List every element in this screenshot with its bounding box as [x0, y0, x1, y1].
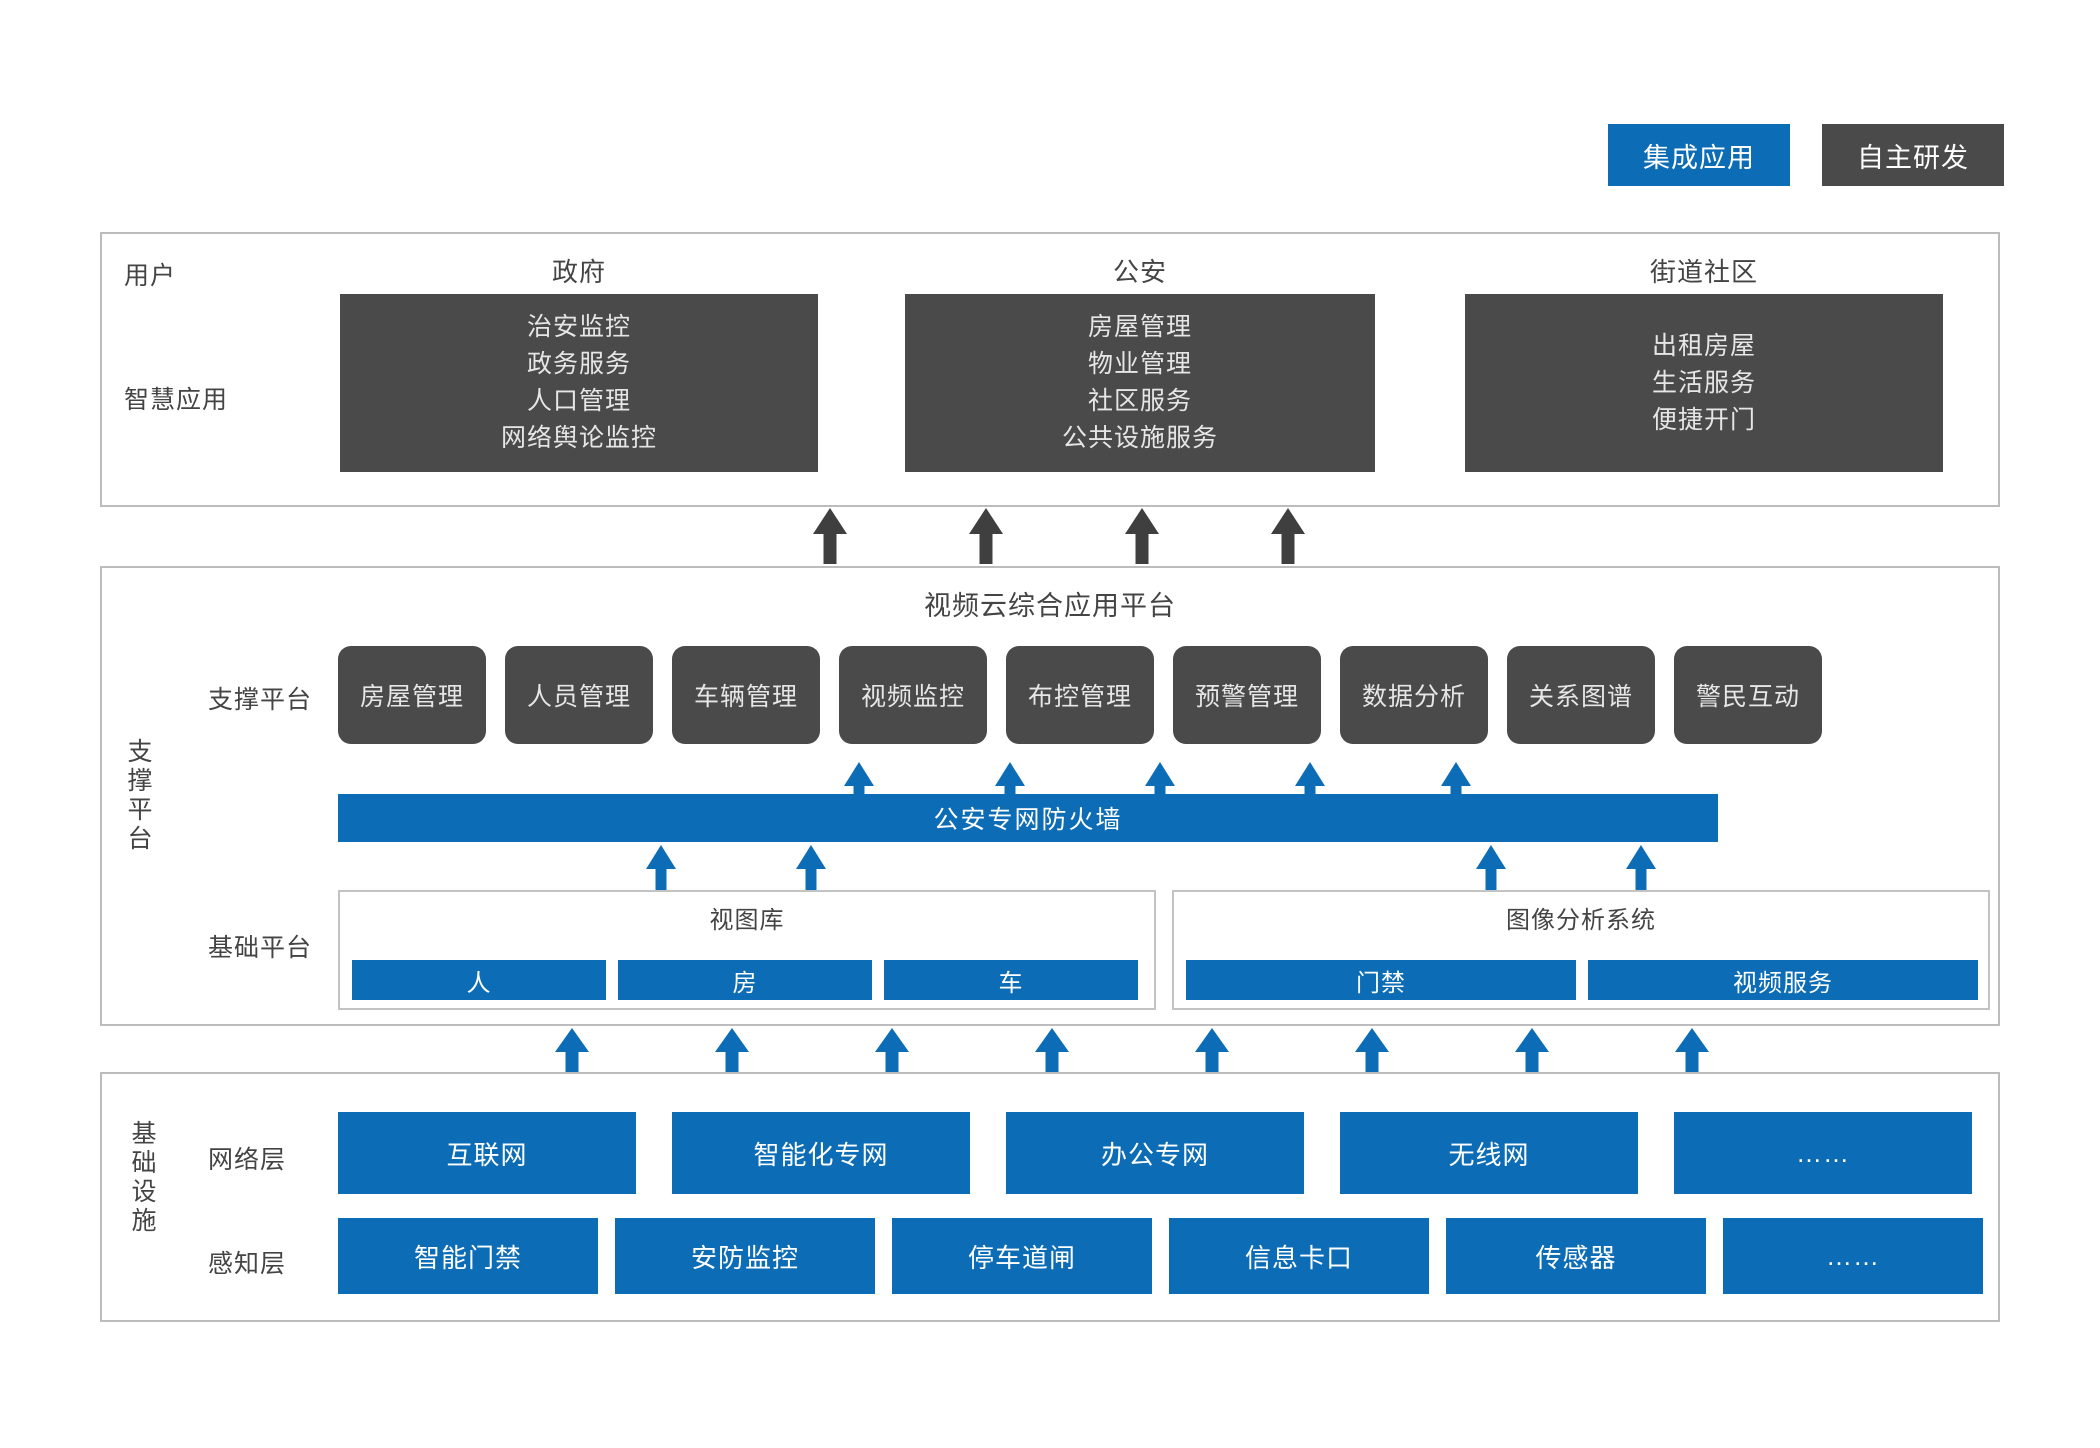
app-item: 治安监控	[526, 313, 631, 341]
side-label-support-platform: 支撑平台	[124, 738, 152, 854]
sensing-box-security-surveillance[interactable]: 安防监控	[615, 1218, 875, 1294]
arrow-up-base-2	[795, 845, 827, 895]
row-label-base-platform: 基础平台	[208, 934, 313, 962]
app-item: 房屋管理	[1087, 313, 1192, 341]
support-card-control-management[interactable]: 布控管理	[1006, 646, 1154, 744]
arrow-up-app-4	[1270, 508, 1306, 564]
sensing-box-sensor[interactable]: 传感器	[1446, 1218, 1706, 1294]
arrow-up-infra-2	[714, 1028, 750, 1072]
app-item: 网络舆论监控	[500, 424, 657, 452]
base-chip-house[interactable]: 房	[618, 960, 872, 1000]
sensing-box-information-checkpoint[interactable]: 信息卡口	[1169, 1218, 1429, 1294]
sensing-box-more[interactable]: ……	[1723, 1218, 1983, 1294]
legend-label-self-developed: 自主研发	[1857, 142, 1969, 173]
network-box-internet[interactable]: 互联网	[338, 1112, 636, 1194]
app-item: 公共设施服务	[1061, 424, 1218, 452]
sensing-box-parking-barrier[interactable]: 停车道闸	[892, 1218, 1152, 1294]
base-chip-access-control[interactable]: 门禁	[1186, 960, 1576, 1000]
support-card-relationship-graph[interactable]: 关系图谱	[1507, 646, 1655, 744]
support-card-video-surveillance[interactable]: 视频监控	[839, 646, 987, 744]
network-box-more[interactable]: ……	[1674, 1112, 1972, 1194]
arrow-up-infra-5	[1194, 1028, 1230, 1072]
row-label-network-layer: 网络层	[208, 1146, 287, 1174]
base-group-image-analysis-system: 图像分析系统 门禁 视频服务	[1172, 890, 1990, 1010]
base-group-title-image-analysis-system: 图像分析系统	[1506, 907, 1656, 934]
support-card-vehicle-management[interactable]: 车辆管理	[672, 646, 820, 744]
support-card-house-management[interactable]: 房屋管理	[338, 646, 486, 744]
arrow-up-infra-6	[1354, 1028, 1390, 1072]
arrow-up-app-1	[812, 508, 848, 564]
row-label-sensing-layer: 感知层	[208, 1250, 287, 1278]
base-chip-video-service[interactable]: 视频服务	[1588, 960, 1978, 1000]
legend-item-self-developed: 自主研发	[1822, 124, 2004, 186]
app-column-government: 政府 治安监控 政务服务 人口管理 网络舆论监控	[340, 257, 818, 472]
app-item: 出租房屋	[1651, 331, 1756, 360]
arrow-up-infra-1	[554, 1028, 590, 1072]
app-item: 人口管理	[526, 387, 631, 415]
row-label-support-platform: 支撑平台	[208, 686, 313, 714]
app-item: 生活服务	[1651, 368, 1756, 397]
app-item: 政务服务	[526, 350, 631, 378]
base-group-view-library: 视图库 人 房 车	[338, 890, 1156, 1010]
support-card-personnel-management[interactable]: 人员管理	[505, 646, 653, 744]
app-item: 便捷开门	[1651, 405, 1756, 434]
network-box-intelligent-private-network[interactable]: 智能化专网	[672, 1112, 970, 1194]
arrow-up-infra-3	[874, 1028, 910, 1072]
app-column-title-street-community: 街道社区	[1649, 257, 1758, 287]
arrow-up-infra-7	[1514, 1028, 1550, 1072]
row-label-user: 用户	[124, 262, 177, 290]
app-column-title-government: 政府	[551, 257, 606, 287]
legend-label-integrated-application: 集成应用	[1643, 142, 1755, 173]
network-box-wireless-network[interactable]: 无线网	[1340, 1112, 1638, 1194]
app-column-public-security: 公安 房屋管理 物业管理 社区服务 公共设施服务	[905, 257, 1375, 472]
legend-item-integrated-application: 集成应用	[1608, 124, 1790, 186]
support-card-data-analysis[interactable]: 数据分析	[1340, 646, 1488, 744]
app-box-public-security: 房屋管理 物业管理 社区服务 公共设施服务	[905, 294, 1375, 472]
support-card-early-warning-management[interactable]: 预警管理	[1173, 646, 1321, 744]
network-box-office-private-network[interactable]: 办公专网	[1006, 1112, 1304, 1194]
sensing-box-smart-access-control[interactable]: 智能门禁	[338, 1218, 598, 1294]
base-group-title-view-library: 视图库	[709, 907, 785, 934]
arrow-up-infra-4	[1034, 1028, 1070, 1072]
side-label-infrastructure: 基础设施	[128, 1120, 156, 1236]
app-column-street-community: 街道社区 出租房屋 生活服务 便捷开门	[1465, 257, 1943, 472]
app-item: 物业管理	[1087, 350, 1192, 378]
arrow-up-base-1	[645, 845, 677, 895]
row-label-smart-application: 智慧应用	[124, 386, 229, 414]
app-column-title-public-security: 公安	[1112, 257, 1167, 287]
arrow-up-base-3	[1475, 845, 1507, 895]
support-card-police-public-interaction[interactable]: 警民互动	[1674, 646, 1822, 744]
base-chip-person[interactable]: 人	[352, 960, 606, 1000]
app-box-government: 治安监控 政务服务 人口管理 网络舆论监控	[340, 294, 818, 472]
platform-title: 视频云综合应用平台	[924, 591, 1176, 621]
base-chip-vehicle[interactable]: 车	[884, 960, 1138, 1000]
arrow-up-app-3	[1124, 508, 1160, 564]
arrow-up-app-2	[968, 508, 1004, 564]
arrow-up-infra-8	[1674, 1028, 1710, 1072]
app-item: 社区服务	[1087, 387, 1192, 415]
arrow-up-base-4	[1625, 845, 1657, 895]
firewall-bar: 公安专网防火墙	[338, 794, 1718, 842]
app-box-street-community: 出租房屋 生活服务 便捷开门	[1465, 294, 1943, 472]
